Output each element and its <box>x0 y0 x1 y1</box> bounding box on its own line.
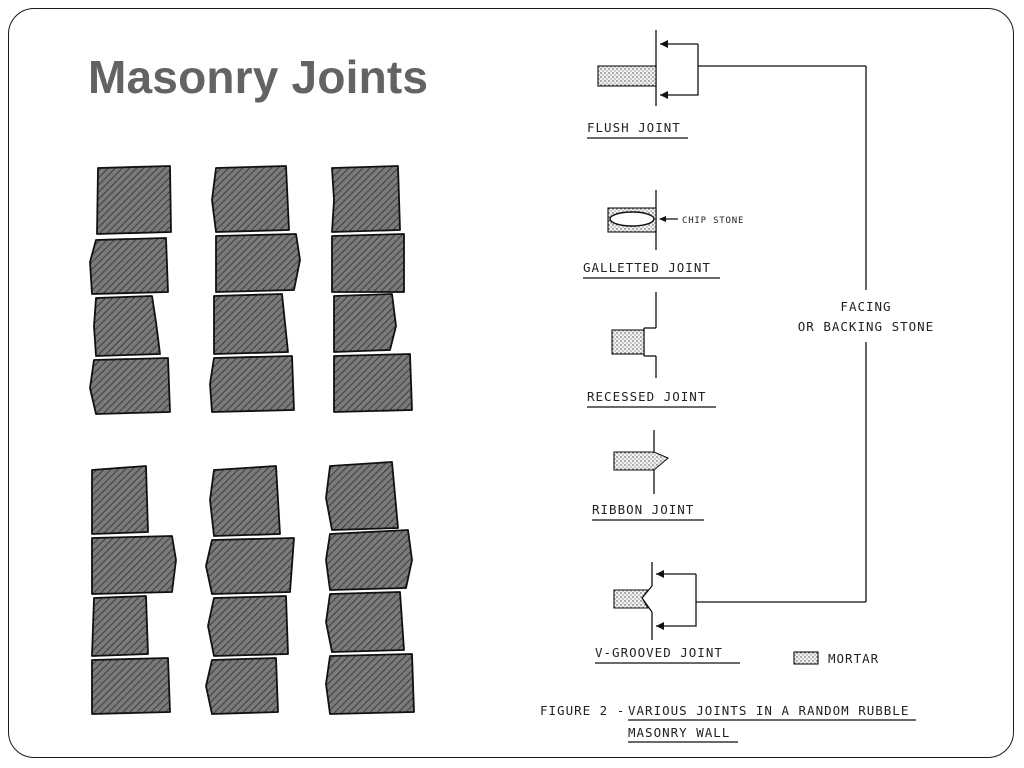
stone-sketch-col-2-top <box>209 165 301 413</box>
ribbon-joint-diagram <box>613 430 670 494</box>
label-v-grooved-joint: V-GROOVED JOINT <box>595 645 723 660</box>
label-galletted-joint: GALLETTED JOINT <box>583 260 711 275</box>
v-grooved-joint-diagram <box>613 562 866 640</box>
label-backing-stone: OR BACKING STONE <box>798 319 934 334</box>
galletted-joint-diagram <box>607 190 678 250</box>
label-chip-stone: CHIP STONE <box>682 216 744 226</box>
label-facing: FACING <box>840 299 891 314</box>
caption-line-1: VARIOUS JOINTS IN A RANDOM RUBBLE <box>628 703 909 718</box>
flush-joint-diagram <box>597 30 866 106</box>
label-mortar: MORTAR <box>828 651 879 666</box>
label-ribbon-joint: RIBBON JOINT <box>592 502 694 517</box>
caption-line-2: MASONRY WALL <box>628 725 730 740</box>
recessed-joint-diagram <box>611 292 657 378</box>
label-flush-joint: FLUSH JOINT <box>587 120 681 135</box>
stone-sketch-col-3-bottom <box>325 461 415 715</box>
stone-sketch-col-1-top <box>89 165 172 415</box>
stone-sketch-col-3-top <box>331 165 413 413</box>
stone-sketch-col-1-bottom <box>91 465 177 715</box>
stone-sketch-col-2-bottom <box>205 465 295 715</box>
slide-frame <box>8 8 1014 758</box>
caption-prefix: FIGURE 2 - <box>540 703 625 718</box>
mortar-legend: MORTAR <box>793 651 879 666</box>
mortar-swatch-icon <box>793 651 819 665</box>
label-recessed-joint: RECESSED JOINT <box>587 389 706 404</box>
slide-title: Masonry Joints <box>88 51 429 103</box>
